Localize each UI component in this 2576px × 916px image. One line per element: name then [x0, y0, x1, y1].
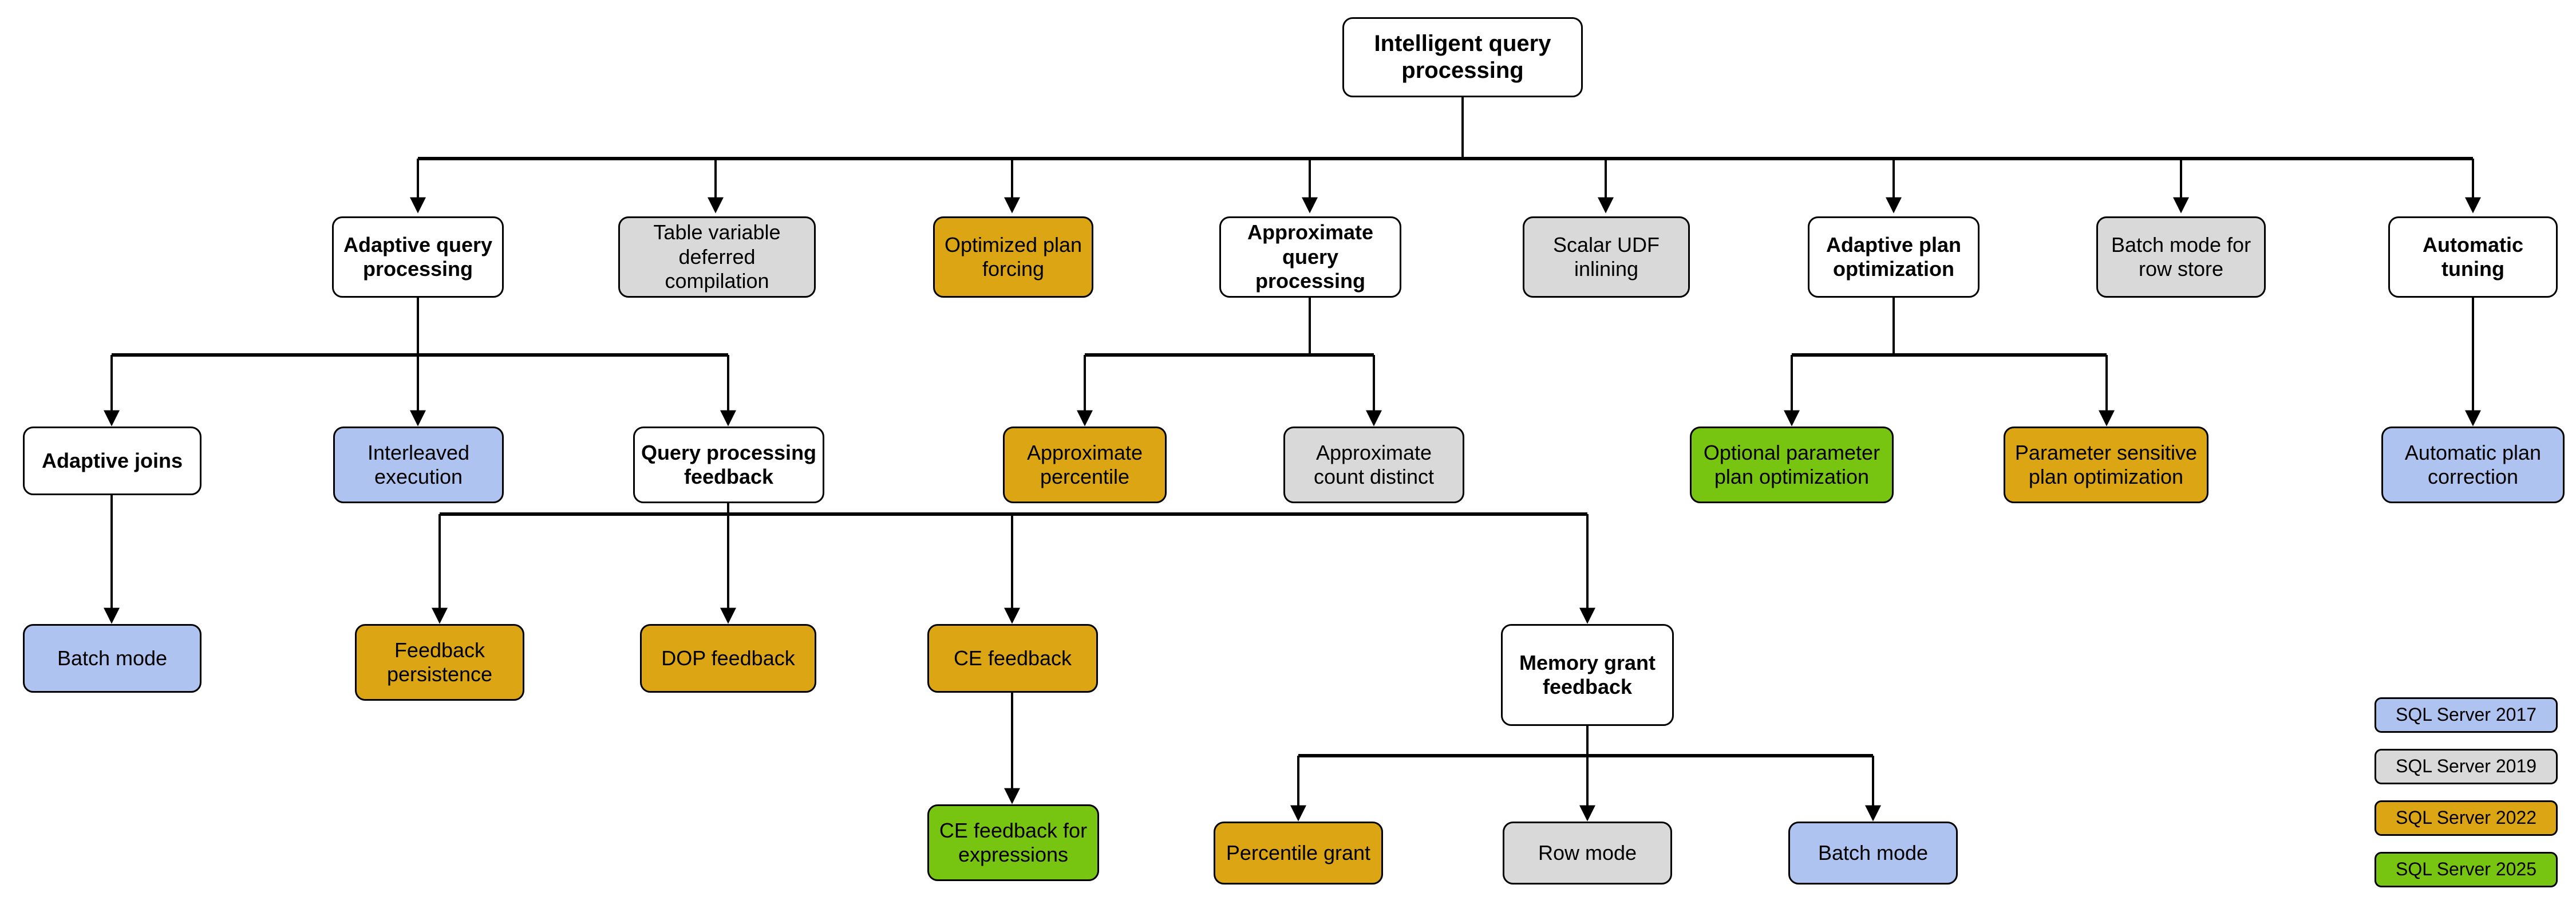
node-automatic-plan-correction[interactable]: Automatic plan correction	[2381, 427, 2565, 503]
legend: SQL Server 2017 SQL Server 2019 SQL Serv…	[2374, 697, 2563, 887]
node-label: Batch mode	[1818, 840, 1929, 864]
legend-item-label: SQL Server 2017	[2395, 704, 2537, 725]
node-dop-feedback[interactable]: DOP feedback	[640, 624, 816, 693]
node-label: Adaptive plan optimization	[1826, 232, 1962, 281]
legend-item-sql-server-2017[interactable]: SQL Server 2017	[2374, 697, 2558, 733]
legend-item-sql-server-2019[interactable]: SQL Server 2019	[2374, 749, 2558, 784]
node-label: Approximate query processing	[1247, 220, 1374, 293]
legend-item-label: SQL Server 2019	[2395, 756, 2537, 777]
node-label: Adaptive joins	[41, 448, 183, 472]
node-label: Parameter sensitive plan optimization	[2014, 440, 2198, 488]
node-memory-grant-feedback[interactable]: Memory grant feedback	[1501, 624, 1674, 726]
node-row-mode[interactable]: Row mode	[1503, 822, 1672, 885]
node-label: Percentile grant	[1226, 840, 1371, 864]
node-ce-feedback[interactable]: CE feedback	[927, 624, 1098, 693]
node-parameter-sensitive-plan-optimization[interactable]: Parameter sensitive plan optimization	[2004, 427, 2208, 503]
node-automatic-tuning[interactable]: Automatic tuning	[2388, 216, 2558, 298]
node-label: Optional parameter plan optimization	[1703, 440, 1880, 488]
node-approximate-percentile[interactable]: Approximate percentile	[1003, 427, 1167, 503]
node-label: CE feedback	[953, 646, 1072, 670]
node-label: Feedback persistence	[386, 638, 493, 686]
node-label: CE feedback for expressions	[939, 818, 1088, 866]
node-table-variable-deferred-compilation[interactable]: Table variable deferred compilation	[618, 216, 816, 298]
node-batch-mode-for-row-store[interactable]: Batch mode for row store	[2096, 216, 2266, 298]
node-label: Approximate count distinct	[1313, 440, 1435, 488]
node-label: Automatic plan correction	[2404, 440, 2542, 488]
legend-item-sql-server-2025[interactable]: SQL Server 2025	[2374, 852, 2558, 887]
node-label: Approximate percentile	[1026, 440, 1143, 488]
legend-item-label: SQL Server 2025	[2395, 859, 2537, 880]
node-adaptive-joins[interactable]: Adaptive joins	[23, 427, 202, 495]
node-label: Row mode	[1538, 840, 1637, 864]
node-interleaved-execution[interactable]: Interleaved execution	[333, 427, 504, 503]
node-label: Intelligent query processing	[1374, 30, 1551, 83]
node-approximate-count-distinct[interactable]: Approximate count distinct	[1283, 427, 1464, 503]
node-query-processing-feedback[interactable]: Query processing feedback	[633, 427, 824, 503]
node-adaptive-plan-optimization[interactable]: Adaptive plan optimization	[1808, 216, 1980, 298]
node-optional-parameter-plan-optimization[interactable]: Optional parameter plan optimization	[1690, 427, 1894, 503]
legend-item-label: SQL Server 2022	[2395, 807, 2537, 828]
node-intelligent-query-processing[interactable]: Intelligent query processing	[1342, 17, 1583, 97]
node-label: Scalar UDF inlining	[1552, 232, 1660, 281]
node-optimized-plan-forcing[interactable]: Optimized plan forcing	[933, 216, 1093, 298]
node-ce-feedback-for-expressions[interactable]: CE feedback for expressions	[927, 804, 1099, 881]
node-label: Batch mode	[57, 646, 168, 670]
node-batch-mode-adaptive-joins[interactable]: Batch mode	[23, 624, 202, 693]
node-approximate-query-processing[interactable]: Approximate query processing	[1219, 216, 1401, 298]
node-batch-mode-memory-grant[interactable]: Batch mode	[1788, 822, 1958, 885]
node-label: DOP feedback	[661, 646, 795, 670]
node-label: Automatic tuning	[2422, 232, 2523, 281]
node-adaptive-query-processing[interactable]: Adaptive query processing	[332, 216, 504, 298]
node-label: Table variable deferred compilation	[653, 220, 781, 293]
node-label: Query processing feedback	[641, 440, 817, 488]
node-label: Adaptive query processing	[343, 232, 493, 281]
node-label: Memory grant feedback	[1519, 650, 1656, 698]
legend-item-sql-server-2022[interactable]: SQL Server 2022	[2374, 800, 2558, 836]
node-feedback-persistence[interactable]: Feedback persistence	[355, 624, 524, 701]
node-label: Batch mode for row store	[2111, 232, 2251, 281]
node-percentile-grant[interactable]: Percentile grant	[1214, 822, 1383, 885]
node-label: Interleaved execution	[367, 440, 470, 488]
node-scalar-udf-inlining[interactable]: Scalar UDF inlining	[1523, 216, 1690, 298]
node-label: Optimized plan forcing	[944, 232, 1082, 281]
